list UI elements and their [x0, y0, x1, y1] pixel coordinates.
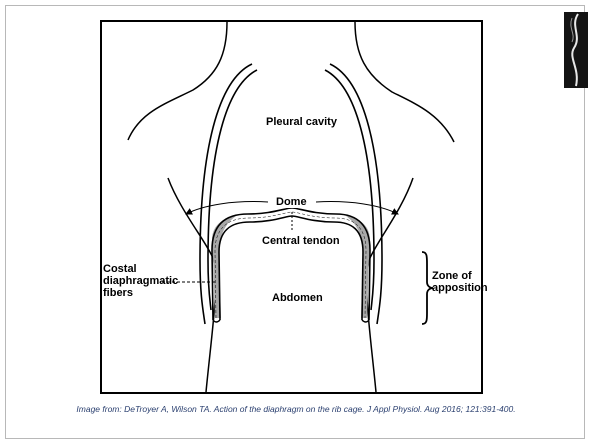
label-dome: Dome: [274, 197, 309, 208]
label-costal-line-1: Costal: [103, 264, 137, 275]
left-rib-outer: [200, 64, 252, 324]
right-neck-line: [355, 22, 454, 142]
image-caption: Image from: DeTroyer A, Wilson TA. Actio…: [0, 404, 592, 414]
curve-icon: [564, 12, 588, 88]
label-zone-line-2: apposition: [432, 283, 488, 294]
diaphragm-bottom-right: [362, 320, 369, 322]
left-neck-line: [128, 22, 227, 140]
diaphragm-bottom-left: [213, 320, 220, 322]
corner-decoration: [564, 12, 588, 88]
label-zone-line-1: Zone of: [432, 271, 472, 282]
label-costal-line-3: fibers: [103, 288, 133, 299]
rib-cage-walls: [200, 64, 382, 324]
label-costal-line-2: diaphragmatic: [103, 276, 178, 287]
dome-arrow: [316, 202, 398, 214]
dome-arrow-left: [186, 202, 268, 214]
label-pleural-cavity: Pleural cavity: [266, 117, 337, 128]
diaphragm: [212, 208, 370, 322]
right-rib-outer: [330, 64, 382, 324]
diaphragm-lower-edge: [219, 216, 363, 320]
label-central-tendon: Central tendon: [262, 236, 340, 247]
label-abdomen: Abdomen: [272, 293, 323, 304]
